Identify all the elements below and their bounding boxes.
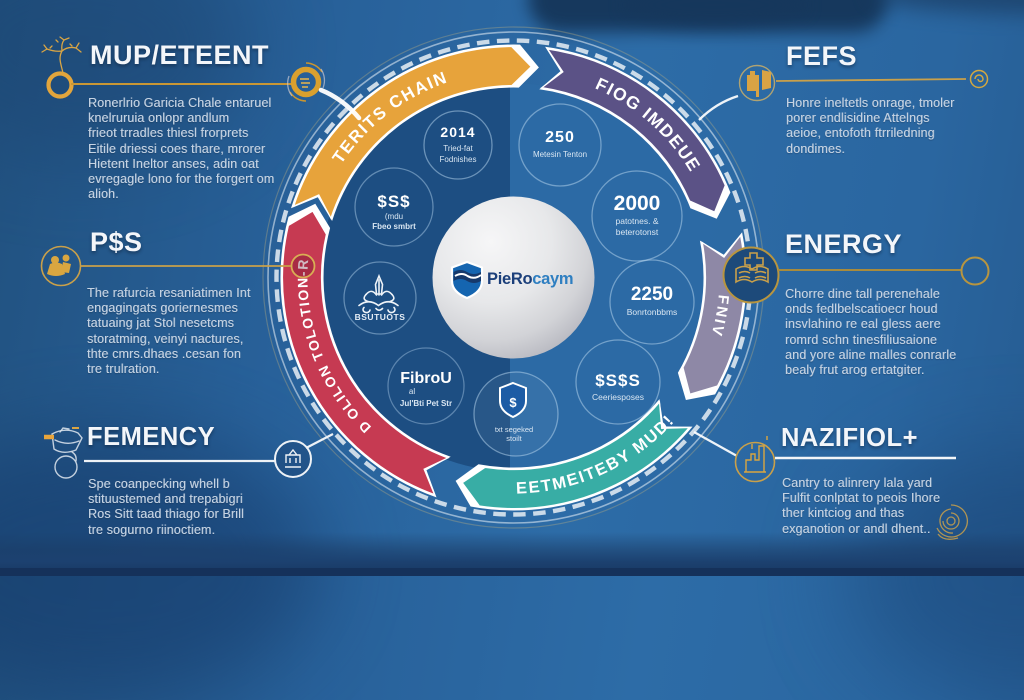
svg-text:2250: 2250 [631,284,673,305]
svg-text:Ceeriesposes: Ceeriesposes [592,392,644,402]
svg-text:Jul'Bti Pet Str: Jul'Bti Pet Str [400,399,452,408]
svg-text:PieRocaym: PieRocaym [487,270,573,288]
svg-text:Tried-fat: Tried-fat [443,144,473,153]
svg-text:patotnes. &: patotnes. & [615,216,658,226]
svg-text:2014: 2014 [440,124,475,140]
svg-text:Bonrtonbbms: Bonrtonbbms [627,307,678,317]
svg-text:(mdu: (mdu [385,212,403,221]
svg-text:txt segeked: txt segeked [495,425,533,434]
svg-text:stoilt: stoilt [506,434,522,443]
svg-text:beterotonst: beterotonst [616,227,659,237]
svg-text:$S$S: $S$S [595,371,641,390]
svg-text:$S$: $S$ [377,192,410,211]
svg-text:Fodnishes: Fodnishes [440,155,477,164]
svg-text:250: 250 [545,129,575,146]
svg-text:2000: 2000 [614,192,661,215]
svg-text:BSUTUOTS: BSUTUOTS [355,312,406,322]
svg-text:FibroU: FibroU [400,370,452,387]
svg-text:Metesin Tenton: Metesin Tenton [533,150,587,159]
svg-text:al: al [409,387,415,396]
svg-text:$: $ [509,395,517,410]
svg-text:Fbeo smbrt: Fbeo smbrt [372,222,416,231]
